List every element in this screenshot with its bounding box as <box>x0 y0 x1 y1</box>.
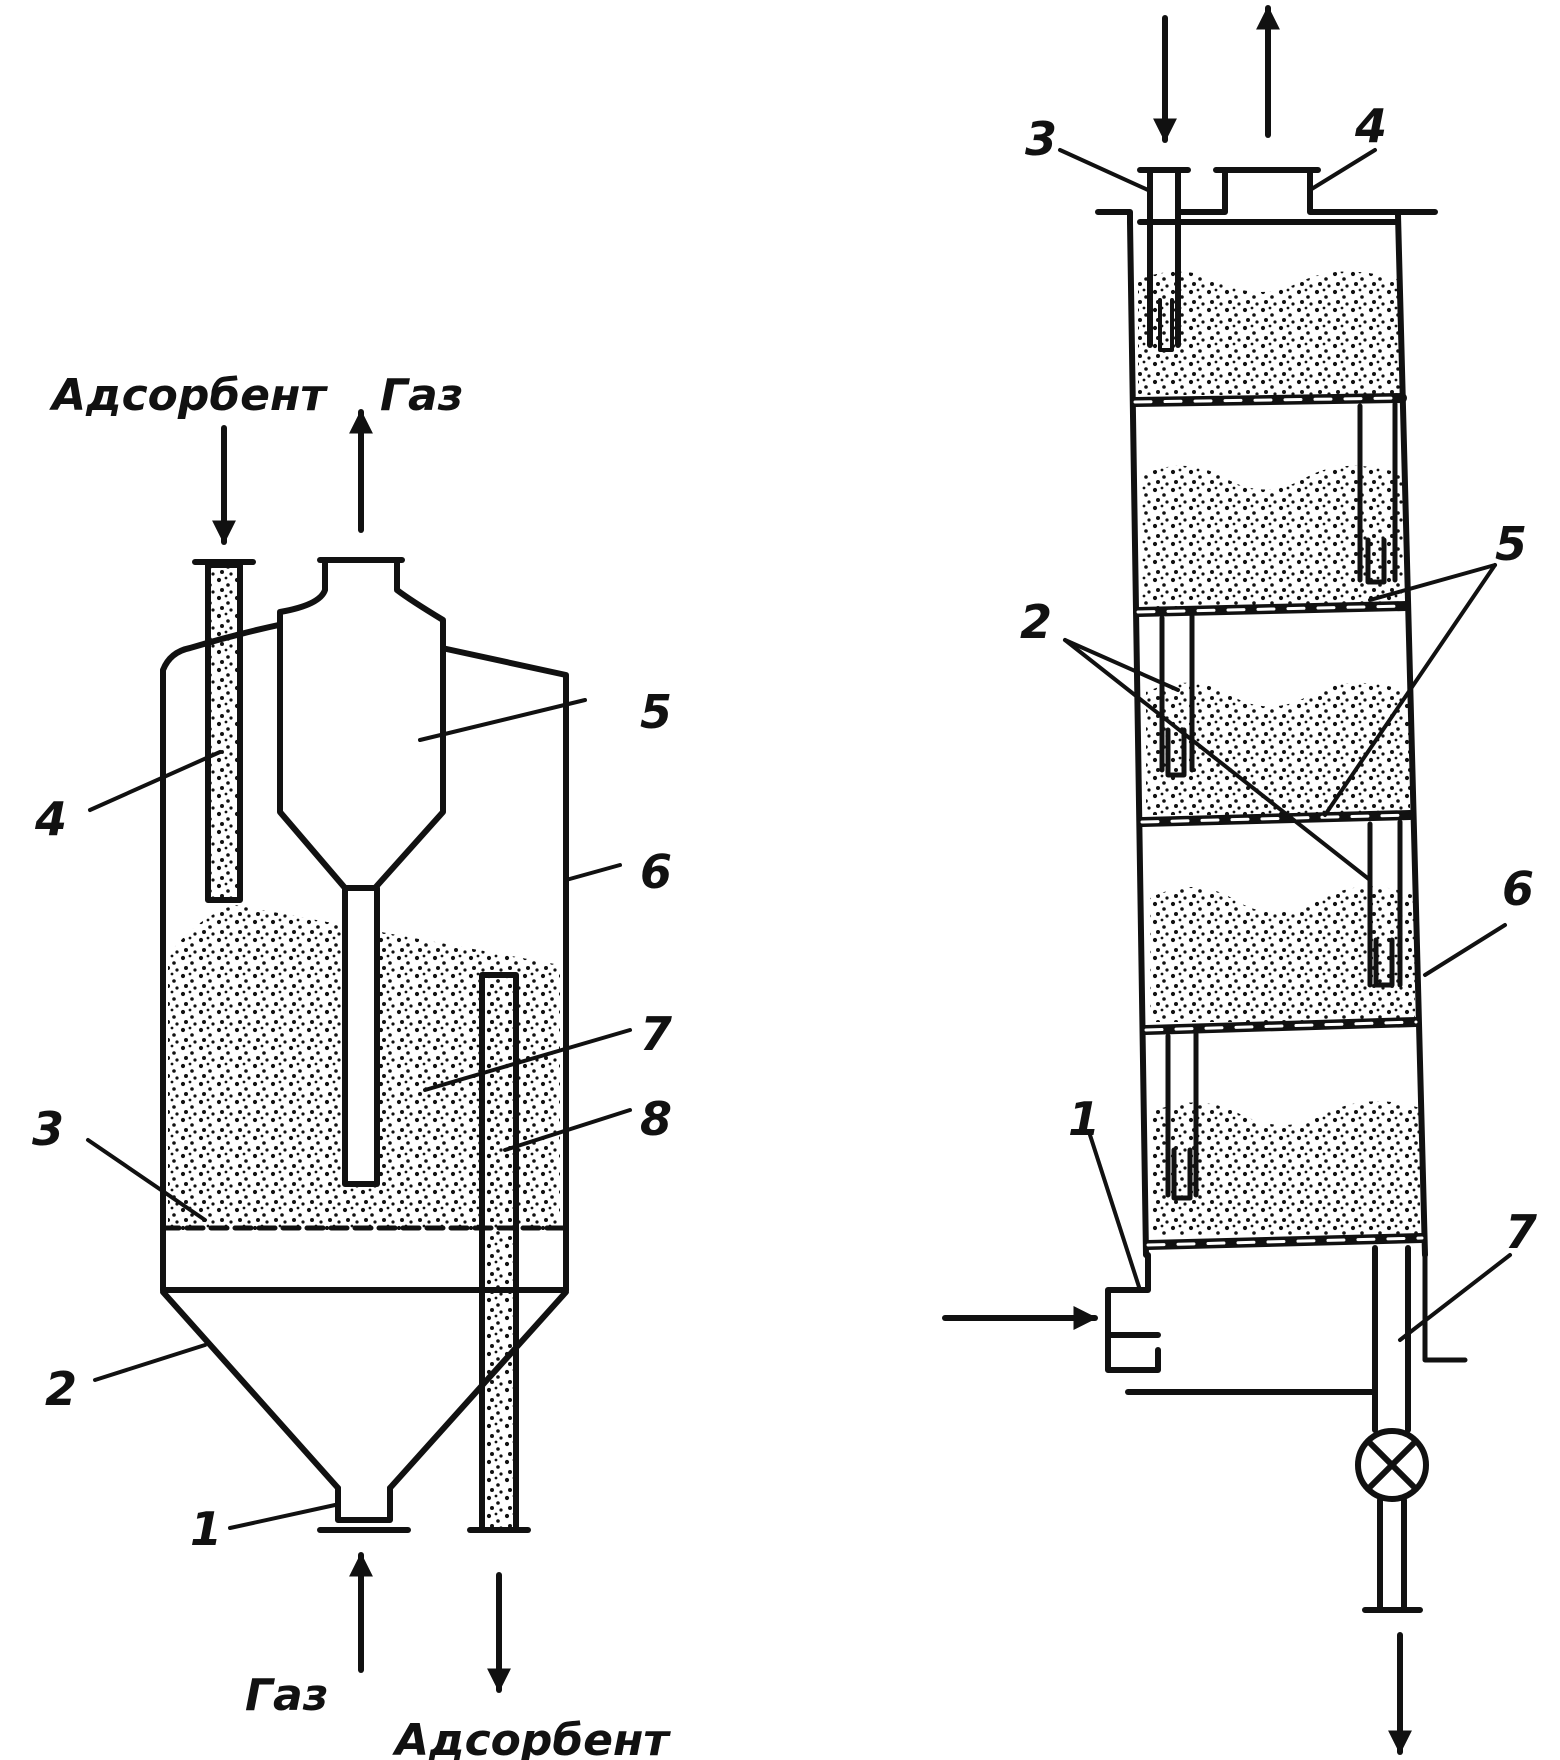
callout-r1: 1 <box>1068 1092 1100 1146</box>
feed-tube <box>1137 167 1191 348</box>
multistage-adsorber <box>942 5 1512 1755</box>
callout-2: 2 <box>45 1362 77 1416</box>
cyclone <box>277 557 446 891</box>
callout-r5: 5 <box>1495 517 1527 571</box>
discharge-pipe <box>479 972 519 1533</box>
gas-inlet-nozzle <box>317 1485 411 1533</box>
callout-r3: 3 <box>1025 112 1057 166</box>
callout-r2: 2 <box>1020 595 1052 649</box>
feed-pipe <box>205 562 243 903</box>
callout-8: 8 <box>640 1092 672 1146</box>
leader-lines-left <box>86 698 632 1530</box>
callout-r6: 6 <box>1502 862 1534 916</box>
valve-icon <box>1355 1428 1429 1502</box>
left-labels: Адсорбент Газ Газ Адсорбент 1 2 3 4 5 6 … <box>32 370 672 1760</box>
label-adsorbent-in: Адсорбент <box>49 370 328 421</box>
callout-r4: 4 <box>1354 99 1387 153</box>
adsorbent-layer-3 <box>1146 682 1410 815</box>
downcomers <box>1159 401 1403 1201</box>
label-gas-in: Газ <box>245 1670 328 1721</box>
label-gas-out: Газ <box>380 370 463 421</box>
callout-1: 1 <box>190 1502 222 1556</box>
column-wall-left <box>1127 219 1149 1258</box>
label-adsorbent-out: Адсорбент <box>392 1715 671 1760</box>
fluidized-bed-adsorber <box>86 409 632 1693</box>
callout-7: 7 <box>640 1007 672 1061</box>
callout-r7: 7 <box>1505 1205 1537 1259</box>
adsorbent-layer-4 <box>1150 886 1415 1022</box>
right-labels: 3 4 5 2 6 1 7 <box>1020 99 1537 1259</box>
discharge-tube <box>1362 1245 1423 1613</box>
adsorbent-layer-1 <box>1138 271 1400 395</box>
perforated-trays <box>1130 393 1427 1250</box>
cyclone-dipleg <box>342 885 380 1187</box>
adsorbent-layer-2 <box>1142 465 1405 608</box>
callout-3: 3 <box>32 1102 64 1156</box>
callout-6: 6 <box>640 845 672 899</box>
callout-5: 5 <box>640 685 672 739</box>
top-cover <box>1095 167 1438 225</box>
bottom-gas-inlet <box>1105 1252 1161 1373</box>
callout-4: 4 <box>34 792 67 846</box>
leader-lines-right <box>1058 148 1512 1342</box>
adsorbent-layer-5 <box>1152 1101 1420 1235</box>
column-wall-right <box>1395 212 1428 1258</box>
